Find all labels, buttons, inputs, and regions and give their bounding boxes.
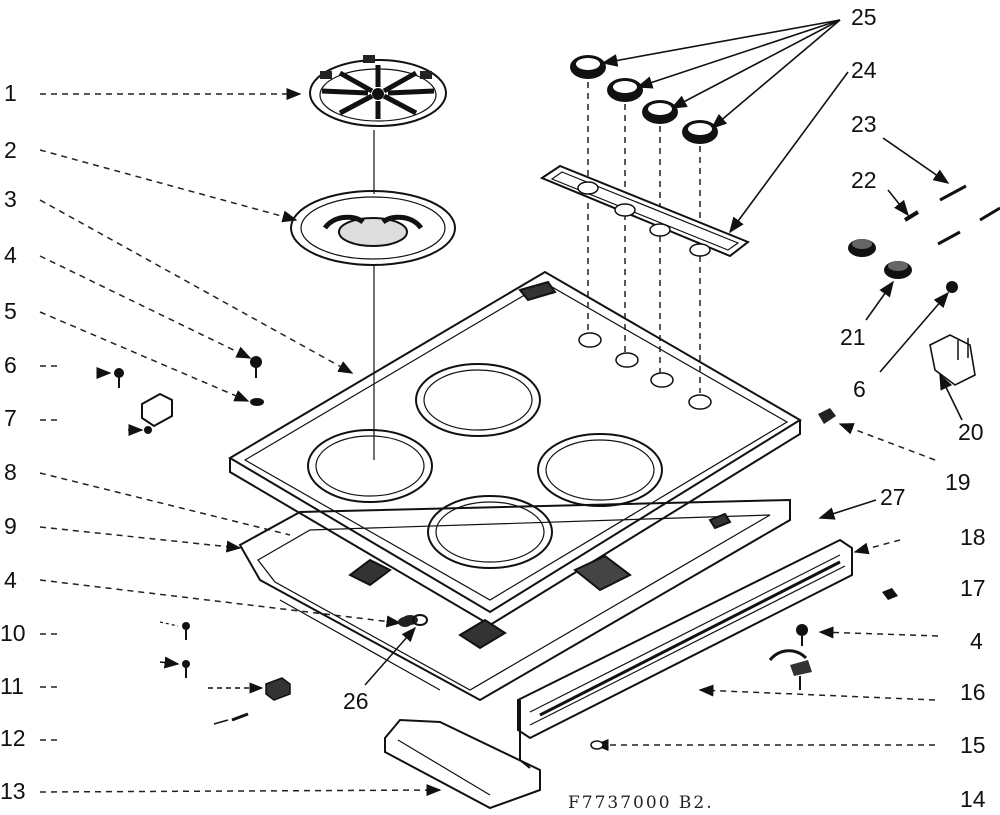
shaft-22 — [903, 210, 920, 222]
knob-1 — [570, 55, 606, 79]
right-callouts: 25 24 23 22 21 6 20 19 27 18 17 4 16 15 … — [343, 4, 986, 812]
pin-23 — [937, 184, 1000, 246]
front-rail — [517, 538, 853, 769]
callout-6b: 6 — [853, 376, 866, 402]
washer-5 — [250, 398, 264, 406]
callout-25: 25 — [851, 4, 877, 30]
clip-16 — [768, 649, 812, 690]
left-callouts: 1 2 3 4 5 6 7 8 9 4 10 11 12 13 — [0, 80, 26, 804]
right-leader-lines — [593, 19, 963, 751]
hardware-parts — [96, 184, 1000, 750]
callout-10: 10 — [0, 620, 26, 646]
burner-grate — [309, 55, 447, 127]
burner-cap — [290, 190, 456, 266]
callout-14: 14 — [960, 786, 986, 812]
clip-11 — [208, 677, 291, 701]
callout-4b: 4 — [4, 567, 17, 593]
callout-1: 1 — [4, 80, 17, 106]
callout-20: 20 — [958, 419, 984, 445]
callout-8: 8 — [4, 459, 17, 485]
clip-7 — [128, 392, 173, 436]
callout-6a: 6 — [4, 352, 17, 378]
drawing-code: F7737000 B2. — [568, 793, 714, 813]
knob-3 — [642, 100, 678, 124]
screws-10 — [159, 621, 190, 678]
callout-5: 5 — [4, 298, 17, 324]
knob-21 — [884, 261, 912, 279]
callout-23: 23 — [851, 111, 877, 137]
screw-4-top — [250, 356, 262, 378]
callout-7: 7 — [4, 405, 17, 431]
callout-11: 11 — [0, 673, 24, 699]
bolt-6-right — [946, 281, 958, 293]
callout-3: 3 — [4, 186, 17, 212]
screw-4-right — [796, 624, 808, 646]
screw-17 — [882, 588, 898, 600]
callout-15: 15 — [960, 732, 986, 758]
callout-4a: 4 — [4, 242, 17, 268]
bracket-20 — [929, 334, 976, 386]
callout-16: 16 — [960, 679, 986, 705]
callout-2: 2 — [4, 137, 17, 163]
callout-19: 19 — [945, 469, 971, 495]
screw-6-left — [96, 367, 124, 388]
nut-26 — [364, 614, 428, 686]
callout-24: 24 — [851, 57, 877, 83]
knob-4 — [682, 120, 718, 144]
cooktop-top — [228, 270, 802, 627]
callout-18: 18 — [960, 524, 986, 550]
callout-17: 17 — [960, 575, 986, 601]
left-leader-lines — [39, 88, 442, 797]
callout-27: 27 — [880, 484, 906, 510]
callout-13: 13 — [0, 778, 26, 804]
callout-21: 21 — [840, 324, 866, 350]
callout-12: 12 — [0, 725, 26, 751]
clip-19 — [818, 408, 836, 424]
control-panel-plate — [539, 164, 750, 258]
callout-4c: 4 — [970, 628, 983, 654]
knob-2 — [607, 78, 643, 102]
callout-9: 9 — [4, 513, 17, 539]
callout-22: 22 — [851, 167, 877, 193]
control-knobs — [570, 55, 718, 393]
knob-22 — [848, 239, 876, 257]
base-pan — [238, 498, 791, 702]
nut-12 — [213, 712, 249, 725]
washer-15 — [590, 740, 604, 750]
bottom-bracket — [384, 718, 541, 810]
callout-26: 26 — [343, 688, 369, 714]
